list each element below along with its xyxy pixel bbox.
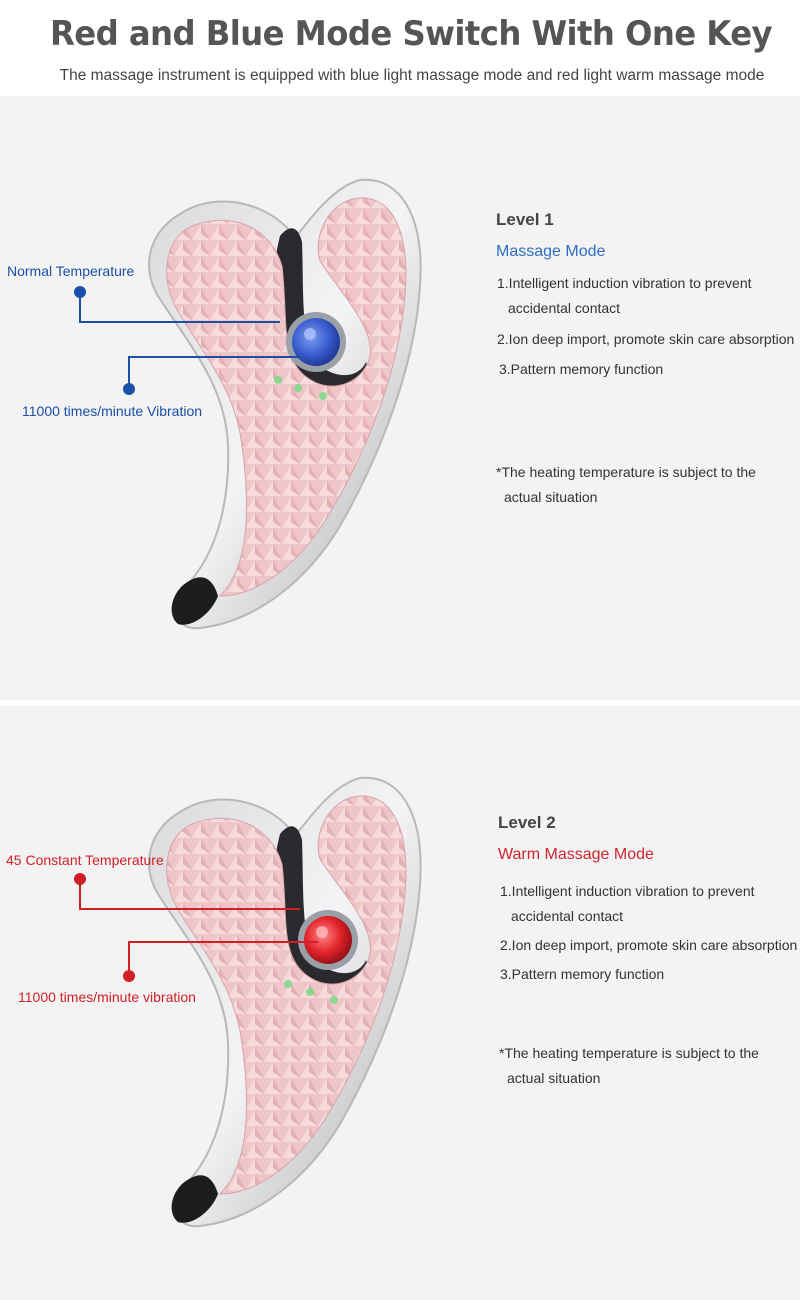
callout-vibration: 11000 times/minute Vibration <box>22 403 203 419</box>
footnote: *The heating temperature is subject to t… <box>499 1045 759 1061</box>
footnote: actual situation <box>507 1070 601 1086</box>
feature-line: 2.Ion deep import, promote skin care abs… <box>500 937 798 953</box>
level-2-panel: 45 Constant Temperature 11000 times/minu… <box>0 706 800 1300</box>
header: Red and Blue Mode Switch With One Key Th… <box>0 0 800 96</box>
level-heading: Level 1 <box>496 210 554 229</box>
level-heading: Level 2 <box>498 813 556 832</box>
feature-line: accidental contact <box>508 300 621 316</box>
feature-line: accidental contact <box>511 908 624 924</box>
feature-line: 1.Intelligent induction vibration to pre… <box>497 275 752 291</box>
callout-normal-temperature: Normal Temperature <box>7 263 135 279</box>
mode-name: Warm Massage Mode <box>498 846 654 863</box>
page-title: Red and Blue Mode Switch With One Key <box>49 14 773 54</box>
mode-name: Massage Mode <box>496 243 606 260</box>
footnote: *The heating temperature is subject to t… <box>496 464 756 480</box>
feature-line: 2.Ion deep import, promote skin care abs… <box>497 331 795 347</box>
callout-constant-temperature: 45 Constant Temperature <box>6 852 164 868</box>
feature-line: 1.Intelligent induction vibration to pre… <box>500 883 755 899</box>
footnote: actual situation <box>504 489 598 505</box>
feature-line: 3.Pattern memory function <box>500 966 665 982</box>
feature-line: 3.Pattern memory function <box>499 361 664 377</box>
page-subtitle: The massage instrument is equipped with … <box>59 67 765 84</box>
level-1-panel: Normal Temperature 11000 times/minute Vi… <box>0 96 800 700</box>
section-divider <box>0 700 800 706</box>
callout-vibration: 11000 times/minute vibration <box>18 989 196 1005</box>
